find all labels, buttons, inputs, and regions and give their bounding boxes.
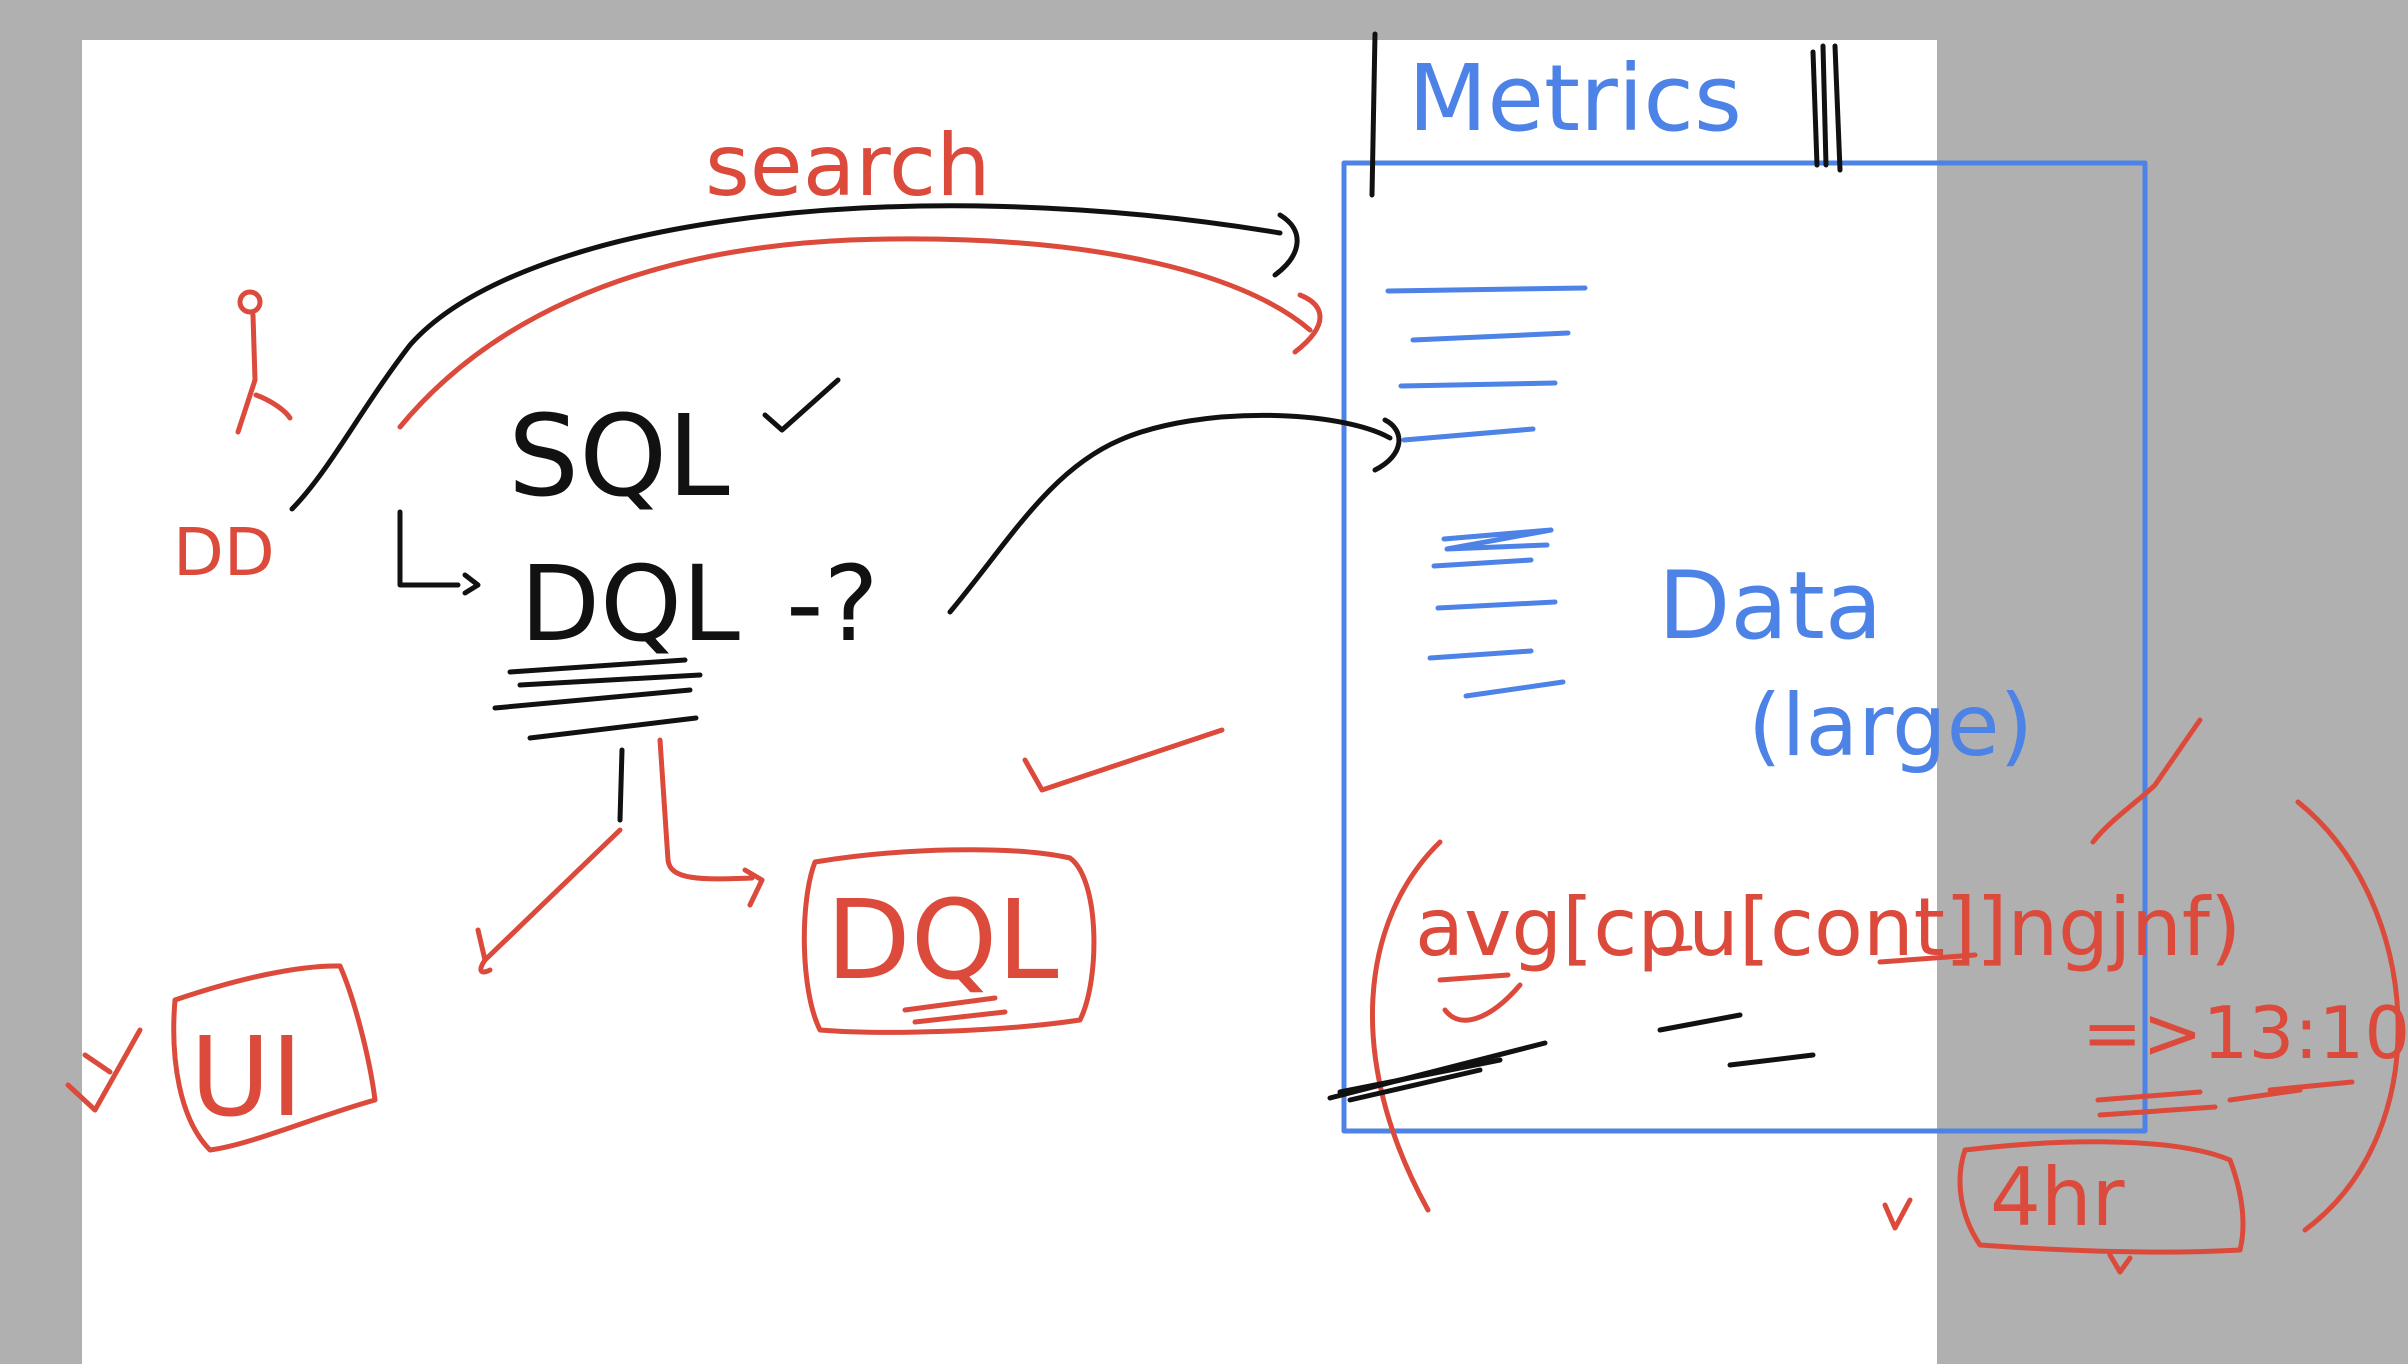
dql-to-dqlbox-arrow	[657, 737, 765, 908]
expr-left-paren	[1370, 839, 1443, 1213]
expression-label: avg[cpu[cont]]ngjnf)	[1415, 881, 2241, 974]
center-check	[1022, 727, 1225, 793]
metrics-left-bar	[1369, 31, 1378, 198]
dql-underlines	[492, 657, 703, 741]
duration-box	[1957, 1139, 2246, 1255]
sql-to-dql-arrow	[397, 509, 481, 596]
search-label: search	[705, 116, 991, 216]
dql-box	[801, 847, 1097, 1035]
expr-right-paren	[2295, 799, 2401, 1233]
data-label: Data	[1658, 552, 1882, 661]
metrics-title: Metrics	[1408, 45, 1742, 152]
query-to-data-arrow	[947, 412, 1393, 615]
ui-check	[65, 1027, 143, 1113]
duration-label: 4hr	[1990, 1151, 2125, 1244]
search-arrow	[397, 236, 1313, 430]
ui-box	[171, 963, 378, 1153]
dql-box-label: DQL	[826, 876, 1059, 1004]
data-lines	[1385, 285, 1588, 699]
metrics-right-bar	[1810, 43, 1843, 173]
dql-label: DQL	[520, 543, 740, 665]
sql-label: SQL	[508, 392, 730, 522]
dd-label: DD	[173, 514, 275, 591]
expr-check	[2090, 717, 2203, 845]
dql-to-ui-arrow	[475, 827, 623, 975]
sql-check	[762, 377, 841, 433]
dql-branch-line	[617, 747, 625, 823]
dd-to-metrics-arrow	[289, 203, 1283, 512]
time-label: =>13:10	[2082, 991, 2408, 1075]
ui-box-label: UI	[190, 1013, 303, 1141]
large-label: (large)	[1748, 676, 2033, 776]
person-icon	[235, 289, 293, 435]
question-label: -?	[786, 543, 879, 665]
metrics-data-box	[1341, 160, 2148, 1134]
whiteboard-sheet	[82, 40, 1937, 1364]
